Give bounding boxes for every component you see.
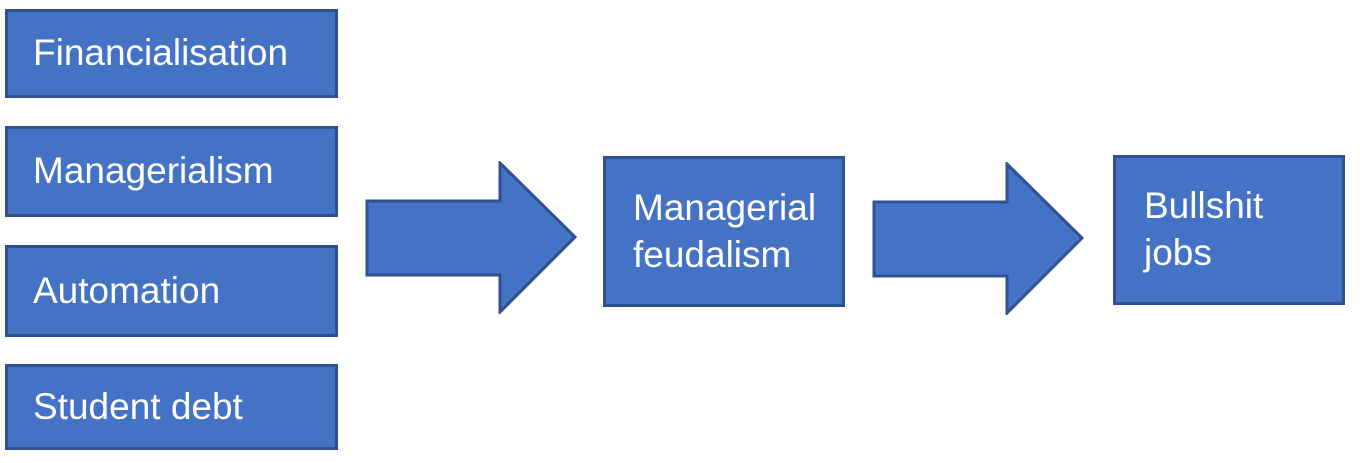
box-managerialism-label: Managerialism xyxy=(33,150,274,191)
right-arrow-icon xyxy=(365,161,578,314)
box-automation-label: Automation xyxy=(33,269,221,311)
box-managerialism: Managerialism xyxy=(5,126,338,217)
box-student-debt: Student debt xyxy=(5,364,338,450)
box-student-debt-label: Student debt xyxy=(33,385,243,427)
box-bullshit-jobs: Bullshit jobs xyxy=(1113,155,1345,305)
box-financialisation: Financialisation xyxy=(5,9,338,98)
box-automation: Automation xyxy=(5,245,338,337)
box-bullshit-jobs-label: Bullshit jobs xyxy=(1144,185,1264,273)
right-arrow-icon xyxy=(872,162,1085,315)
box-managerial-feudalism: Managerial feudalism xyxy=(603,156,845,307)
box-managerial-feudalism-label: Managerial feudalism xyxy=(633,186,817,275)
box-financialisation-label: Financialisation xyxy=(33,32,289,73)
